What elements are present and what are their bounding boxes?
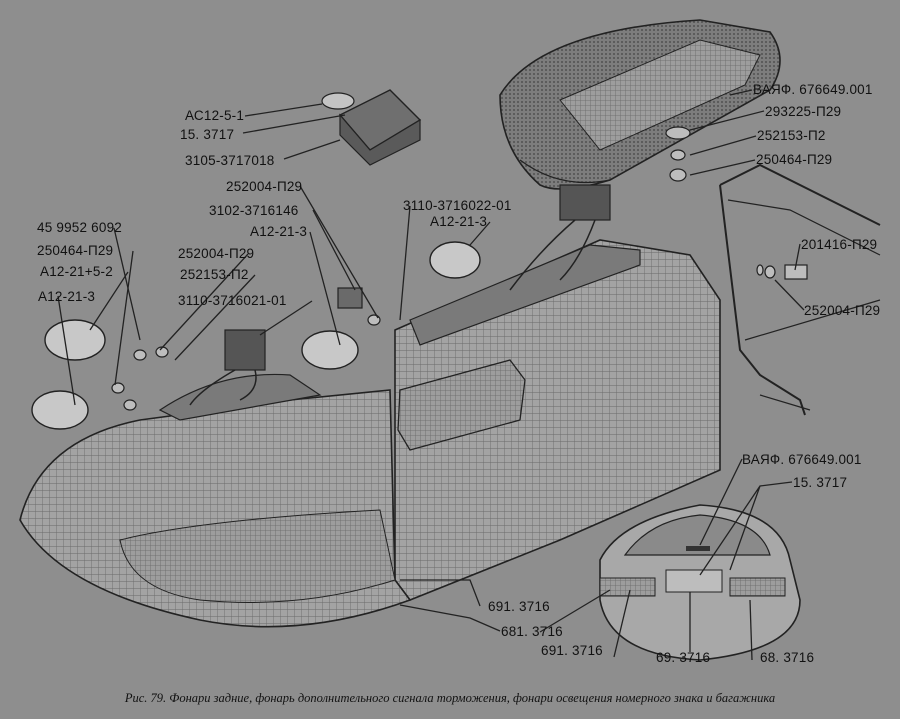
car-rear-view bbox=[599, 504, 801, 661]
label-68-3716: 68. 3716 bbox=[760, 650, 815, 665]
label-250464-p29-right: 250464-П29 bbox=[756, 152, 833, 167]
label-3110-3716021-01: 3110-3716021-01 bbox=[178, 293, 287, 308]
connector-right bbox=[559, 184, 611, 221]
stop-lamp bbox=[499, 19, 781, 190]
label-252153-p2-left: 252153-П2 bbox=[180, 267, 249, 282]
label-ac12-5-1: АС12-5-1 bbox=[185, 108, 245, 123]
trunk-lamp bbox=[338, 89, 422, 166]
label-691-3716-car: 691. 3716 bbox=[541, 643, 603, 658]
label-15-3717-car: 15. 3717 bbox=[793, 475, 848, 490]
socket bbox=[337, 287, 363, 309]
label-293225-p29: 293225-П29 bbox=[765, 104, 842, 119]
label-a12-21-5-2: А12-21+5-2 bbox=[40, 264, 113, 279]
label-3102-3716146: 3102-3716146 bbox=[209, 203, 299, 218]
label-vayaf-top: ВАЯФ. 676649.001 bbox=[753, 82, 873, 97]
figure-caption: Рис. 79. Фонари задние, фонарь дополните… bbox=[124, 691, 776, 705]
label-3105-3717018: 3105-3717018 bbox=[185, 153, 275, 168]
leader-lines bbox=[57, 89, 805, 661]
label-69-3716: 69. 3716 bbox=[656, 650, 711, 665]
connector-left bbox=[224, 329, 266, 371]
label-252153-p2-right: 252153-П2 bbox=[757, 128, 826, 143]
label-45-9952-6092: 45 9952 6092 bbox=[37, 220, 122, 235]
label-a12-21-3-mid: А12-21-3 bbox=[250, 224, 308, 239]
label-vayaf-car: ВАЯФ. 676649.001 bbox=[742, 452, 862, 467]
left-tail-lamp bbox=[19, 373, 412, 628]
label-250464-p29-left: 250464-П29 bbox=[37, 243, 114, 258]
label-691-3716-main: 691. 3716 bbox=[488, 599, 550, 614]
festoon-bulb bbox=[321, 92, 355, 110]
label-15-3717-top: 15. 3717 bbox=[180, 127, 235, 142]
label-201416-p29: 201416-П29 bbox=[801, 237, 878, 252]
label-252004-p29-right: 252004-П29 bbox=[804, 303, 881, 318]
label-3110-3716022-01: 3110-3716022-01 bbox=[403, 198, 512, 213]
label-681-3716: 681. 3716 bbox=[501, 624, 563, 639]
label-a12-21-3-upper: А12-21-3 bbox=[430, 214, 488, 229]
label-252004-p29-a: 252004-П29 bbox=[226, 179, 303, 194]
label-252004-p29-b: 252004-П29 bbox=[178, 246, 255, 261]
bracket bbox=[719, 163, 881, 416]
label-a12-21-3-left: А12-21-3 bbox=[38, 289, 96, 304]
